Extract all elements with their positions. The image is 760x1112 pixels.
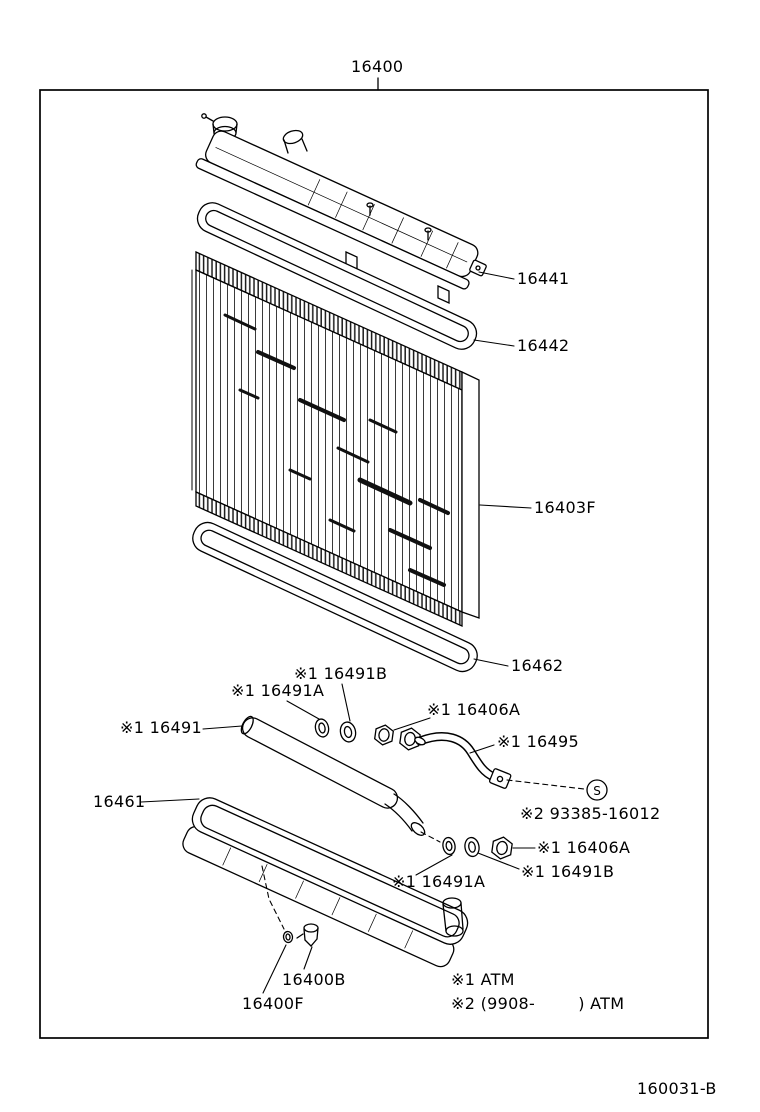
note-atm-1: ※1 ATM (451, 970, 515, 989)
callout-lower-tank: 16461 (93, 792, 146, 811)
oring-a-upper-drawing (314, 718, 330, 738)
lower-tank-drawing (182, 797, 469, 968)
callout-nut-lower: ※1 16406A (537, 838, 631, 857)
filler-pipe-drawing (240, 715, 426, 836)
callout-oring-b-upper: ※1 16491B (294, 664, 388, 683)
note-atm-2: ※2 (9908- ) ATM (451, 994, 625, 1013)
nut-lower-drawing (491, 836, 513, 860)
callout-oring-a-upper: ※1 16491A (231, 681, 325, 700)
callout-upper-gasket: 16442 (517, 336, 570, 355)
drawing-code: 160031-B (637, 1079, 717, 1098)
oring-b-upper-drawing (339, 721, 357, 743)
callout-drain-plug: 16400F (242, 994, 304, 1013)
screw-marker-circle (586, 779, 608, 801)
callout-nut-upper: ※1 16406A (427, 700, 521, 719)
upper-tank-drawing (195, 113, 487, 305)
nut-upper-drawing (373, 724, 395, 746)
radiator-core-drawing (191, 250, 480, 628)
callout-radiator-core: 16403F (534, 498, 596, 517)
oring-b-lower-drawing (464, 836, 480, 858)
callout-lower-gasket: 16462 (511, 656, 564, 675)
callout-oring-b-lower: ※1 16491B (521, 862, 615, 881)
callout-upper-tank: 16441 (517, 269, 570, 288)
callout-water-pipe: ※1 16495 (497, 732, 579, 751)
assembly-dashed-lines (261, 779, 585, 930)
drain-plug-drawing (282, 930, 294, 944)
callout-filler-pipe: ※1 16491 (120, 718, 202, 737)
leader-lines (140, 271, 536, 994)
callout-drain-cock: 16400B (282, 970, 346, 989)
callout-oring-a-lower: ※1 16491A (392, 872, 486, 891)
border-frame (39, 89, 709, 1039)
callout-screw: ※2 93385-16012 (520, 804, 661, 823)
lower-gasket-drawing (192, 521, 478, 673)
assembly-part-number: 16400 (351, 57, 404, 76)
water-pipe-drawing (414, 732, 512, 789)
screw-marker-letter: S (593, 784, 601, 798)
oring-a-lower-drawing (442, 836, 456, 856)
drain-cock-drawing (296, 923, 319, 947)
core-streaks (223, 313, 450, 587)
union-nut-drawing (399, 727, 421, 751)
